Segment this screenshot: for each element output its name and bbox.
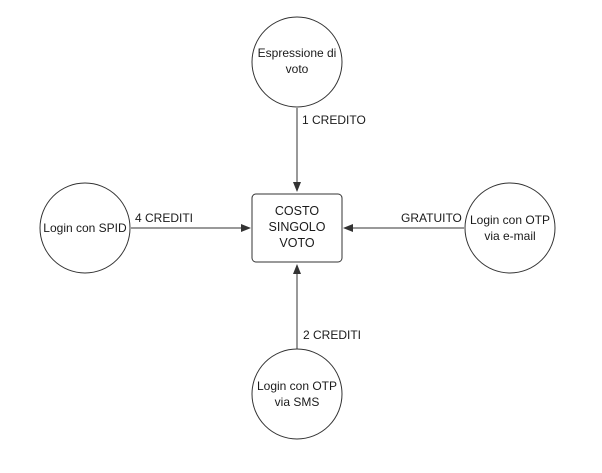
center-line-1: COSTO (275, 204, 319, 218)
center-box-costo-singolo-voto: COSTO SINGOLO VOTO (251, 193, 343, 263)
center-line-3: VOTO (279, 236, 314, 250)
node-top-espressione-di-voto: Espressione di voto (251, 16, 343, 108)
node-right-line-1: Login con OTP (470, 213, 550, 227)
edge-label-left: 4 CREDITI (135, 211, 193, 225)
edge-label-right: GRATUITO (401, 211, 462, 225)
center-line-2: SINGOLO (269, 220, 326, 234)
edge-label-top: 1 CREDITO (302, 113, 366, 127)
node-right-line-2: via e-mail (484, 229, 535, 243)
node-left-login-spid: Login con SPID (39, 182, 131, 274)
node-right-login-otp-email: Login con OTP via e-mail (464, 182, 556, 274)
node-left-line-1: Login con SPID (43, 221, 127, 235)
edge-label-bottom: 2 CREDITI (303, 328, 361, 342)
node-bottom-line-2: via SMS (275, 395, 320, 409)
node-top-line-1: Espressione di (258, 46, 337, 60)
node-bottom-line-1: Login con OTP (257, 379, 337, 393)
node-top-line-2: voto (286, 62, 309, 76)
node-bottom-login-otp-sms: Login con OTP via SMS (251, 348, 343, 440)
